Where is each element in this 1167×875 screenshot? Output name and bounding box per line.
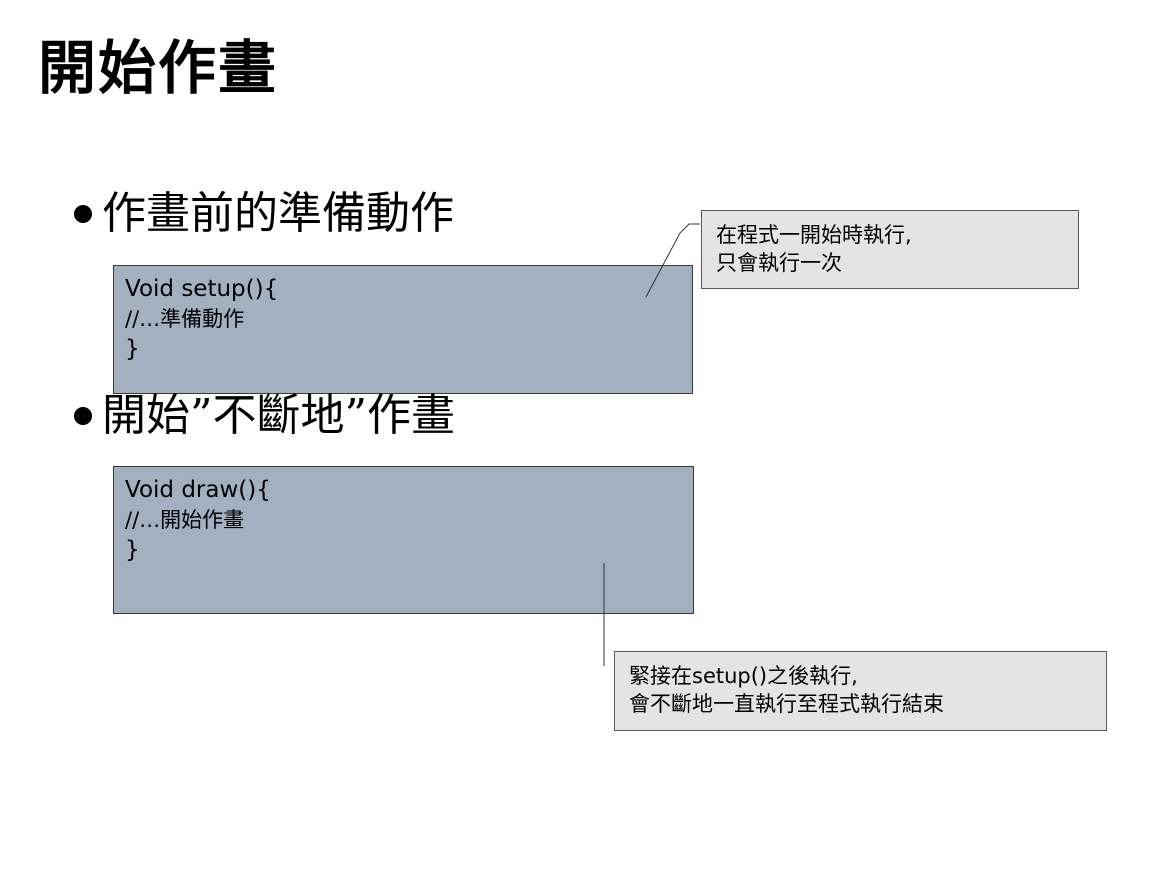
bullet-text: 開始”不斷地”作畫 bbox=[102, 390, 455, 441]
bullet-item-setup: 作畫前的準備動作 bbox=[74, 186, 454, 242]
setup-callout-leader-line bbox=[645, 223, 700, 298]
slide-title: 開始作畫 bbox=[38, 34, 279, 102]
draw-code-block: Void draw(){ //…開始作畫 } bbox=[113, 466, 694, 614]
setup-callout: 在程式一開始時執行, 只會執行一次 bbox=[701, 210, 1079, 289]
callout-line: 在程式一開始時執行, bbox=[716, 223, 912, 247]
code-comment-line: //…準備動作 bbox=[125, 307, 245, 331]
code-line: Void draw(){ bbox=[125, 477, 271, 503]
callout-line: 會不斷地一直執行至程式執行結束 bbox=[629, 692, 944, 716]
bullet-dot-icon bbox=[74, 406, 92, 425]
code-line: } bbox=[125, 336, 140, 362]
code-line: Void setup(){ bbox=[125, 276, 279, 302]
bullet-text: 作畫前的準備動作 bbox=[102, 188, 454, 239]
bullet-dot-icon bbox=[74, 204, 92, 223]
code-comment-line: //…開始作畫 bbox=[125, 508, 245, 532]
code-line: } bbox=[125, 537, 140, 563]
callout-line: 只會執行一次 bbox=[716, 251, 842, 275]
setup-code-block: Void setup(){ //…準備動作 } bbox=[113, 265, 693, 394]
bullet-item-draw: 開始”不斷地”作畫 bbox=[74, 388, 455, 444]
draw-callout: 緊接在setup()之後執行, 會不斷地一直執行至程式執行結束 bbox=[614, 651, 1107, 731]
callout-line: 緊接在setup()之後執行, bbox=[629, 664, 858, 688]
